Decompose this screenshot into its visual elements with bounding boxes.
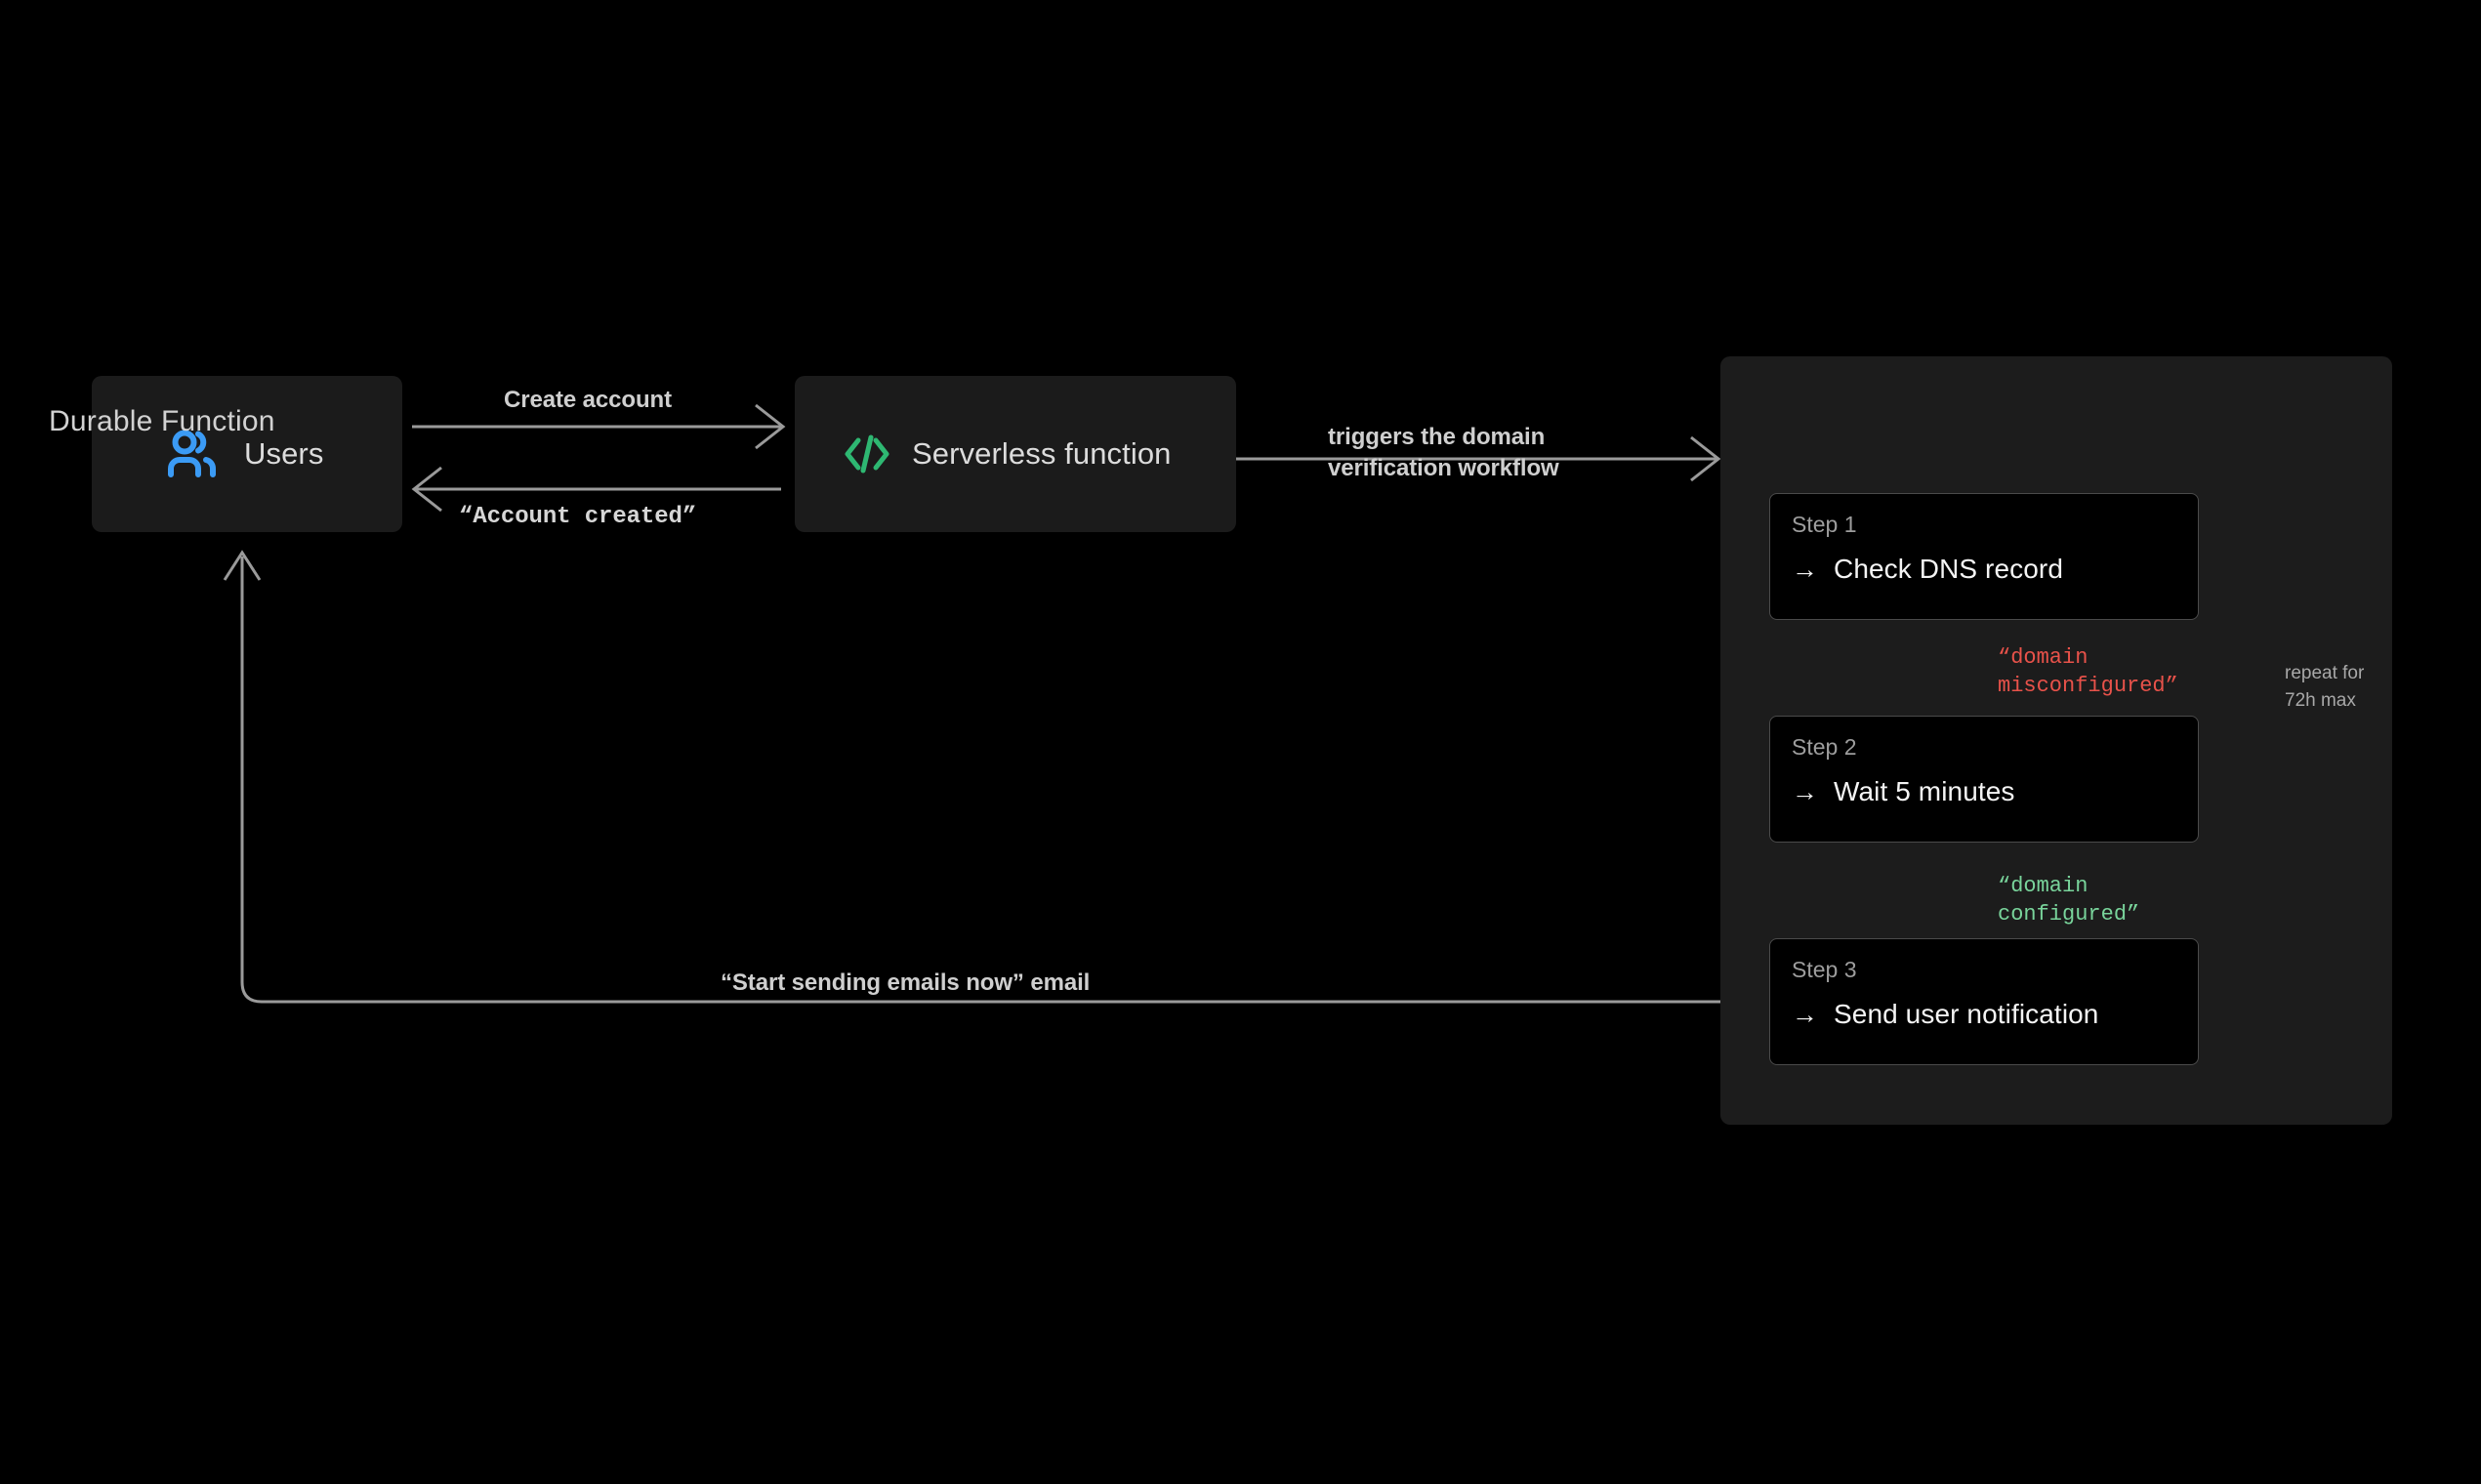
edge-label-domain-misconfigured: “domain misconfigured” — [1998, 645, 2178, 698]
step-3-title-row: → Send user notification — [1792, 1001, 2198, 1028]
node-serverless-function[interactable]: Serverless function — [795, 376, 1236, 532]
step-2-title-row: → Wait 5 minutes — [1792, 778, 2198, 805]
edge-triggers-arrowhead — [1690, 435, 1721, 482]
node-users[interactable]: Users — [92, 376, 402, 532]
step-card-3[interactable]: Step 3 → Send user notification — [1769, 938, 2199, 1065]
step-1-kicker: Step 1 — [1792, 512, 1857, 537]
step-1-title-row: → Check DNS record — [1792, 556, 2198, 583]
edge-create-account-arrowhead — [755, 403, 786, 450]
edge-start-sending-arrowhead — [223, 550, 262, 581]
step-3-kicker: Step 3 — [1792, 957, 1857, 982]
step-card-2[interactable]: Step 2 → Wait 5 minutes — [1769, 716, 2199, 843]
step-3-title: Send user notification — [1834, 999, 2099, 1029]
node-serverless-label: Serverless function — [912, 436, 1172, 471]
edge-label-account-created: “Account created” — [459, 504, 697, 530]
edge-start-sending-line — [240, 556, 1769, 1004]
code-icon — [844, 433, 890, 475]
edge-label-triggers-workflow: triggers the domain verification workflo… — [1328, 424, 1559, 481]
durable-function-title: Durable Function — [49, 405, 275, 437]
edge-label-domain-configured: “domain configured” — [1998, 874, 2140, 927]
node-users-label: Users — [244, 436, 324, 471]
arrow-right-icon: → — [1792, 554, 1818, 584]
edge-account-created-arrowhead — [411, 466, 442, 513]
edge-label-start-sending-emails: “Start sending emails now” email — [721, 969, 1091, 996]
edge-label-create-account: Create account — [504, 387, 672, 413]
arrow-right-icon: → — [1792, 999, 1818, 1029]
step-card-1[interactable]: Step 1 → Check DNS record — [1769, 493, 2199, 620]
step-2-kicker: Step 2 — [1792, 734, 1857, 760]
step-2-title: Wait 5 minutes — [1834, 776, 2015, 806]
edge-label-repeat-note: repeat for 72h max — [2285, 663, 2365, 711]
step-1-title: Check DNS record — [1834, 554, 2064, 584]
users-icon — [168, 429, 223, 479]
arrow-right-icon: → — [1792, 776, 1818, 806]
